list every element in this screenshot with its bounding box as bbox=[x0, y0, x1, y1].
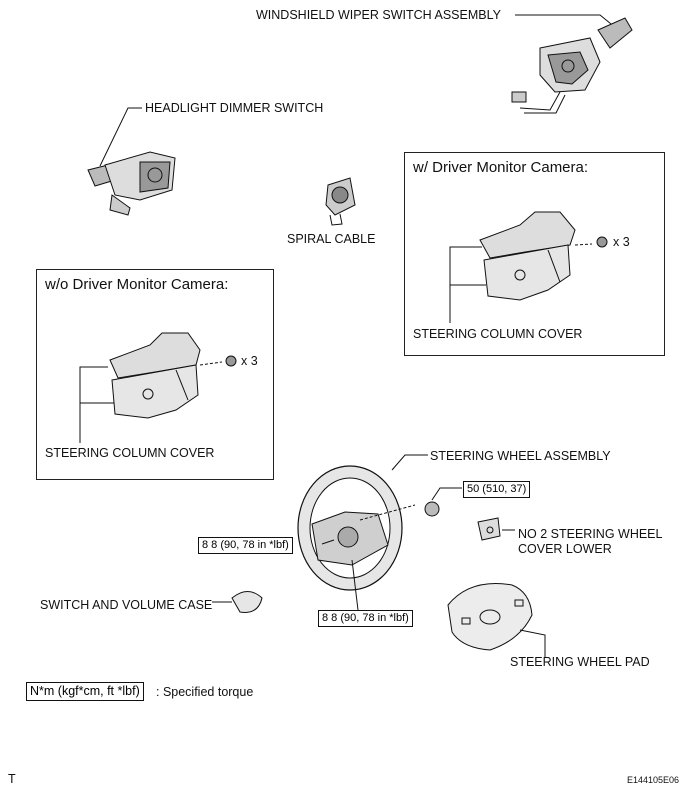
torque-wheel-nut: 50 (510, 37) bbox=[463, 481, 531, 498]
torque-left-screw: 8 8 (90, 78 in *lbf) bbox=[198, 537, 293, 554]
headlight-leader bbox=[99, 107, 142, 167]
label-cover-lower-2: COVER LOWER bbox=[518, 542, 612, 556]
label-cover-without-camera: STEERING COLUMN COVER bbox=[45, 446, 215, 460]
legend-text: : Specified torque bbox=[156, 685, 254, 699]
label-spiral-cable: SPIRAL CABLE bbox=[287, 232, 376, 246]
wiper-leader bbox=[515, 14, 617, 29]
label-wheel-pad: STEERING WHEEL PAD bbox=[510, 655, 650, 669]
cover-with-camera-drawing bbox=[449, 211, 608, 323]
label-headlight-switch: HEADLIGHT DIMMER SWITCH bbox=[145, 101, 324, 115]
legend-torque-box: N*m (kgf*cm, ft *lbf) bbox=[26, 682, 144, 701]
with-camera-panel bbox=[404, 152, 665, 356]
label-switch-volume-case: SWITCH AND VOLUME CASE bbox=[40, 598, 213, 612]
without-camera-qty: x 3 bbox=[241, 354, 258, 368]
wiper-switch-drawing bbox=[511, 17, 633, 114]
wheel-pad-drawing bbox=[447, 583, 546, 658]
headlight-switch-drawing bbox=[87, 151, 176, 216]
switch-case-drawing bbox=[212, 591, 263, 613]
cover-without-camera-drawing bbox=[79, 332, 237, 443]
with-camera-title: w/ Driver Monitor Camera: bbox=[413, 159, 589, 176]
label-cover-with-camera: STEERING COLUMN COVER bbox=[413, 327, 583, 341]
figure-code: E144105E06 bbox=[627, 775, 680, 785]
without-camera-panel bbox=[36, 269, 274, 480]
steering-wheel-drawing bbox=[297, 454, 428, 591]
with-camera-qty: x 3 bbox=[613, 235, 630, 249]
torque-bottom-screw: 8 8 (90, 78 in *lbf) bbox=[318, 610, 413, 627]
label-cover-lower-1: NO 2 STEERING WHEEL bbox=[518, 527, 663, 541]
spiral-cable-drawing bbox=[325, 177, 356, 226]
wheel-nut-drawing bbox=[424, 501, 440, 517]
without-camera-title: w/o Driver Monitor Camera: bbox=[45, 276, 229, 293]
label-wiper-switch: WINDSHIELD WIPER SWITCH ASSEMBLY bbox=[256, 8, 501, 22]
label-steering-wheel: STEERING WHEEL ASSEMBLY bbox=[430, 449, 611, 463]
cover-lower-drawing bbox=[477, 517, 515, 541]
corner-mark: T bbox=[8, 772, 16, 786]
